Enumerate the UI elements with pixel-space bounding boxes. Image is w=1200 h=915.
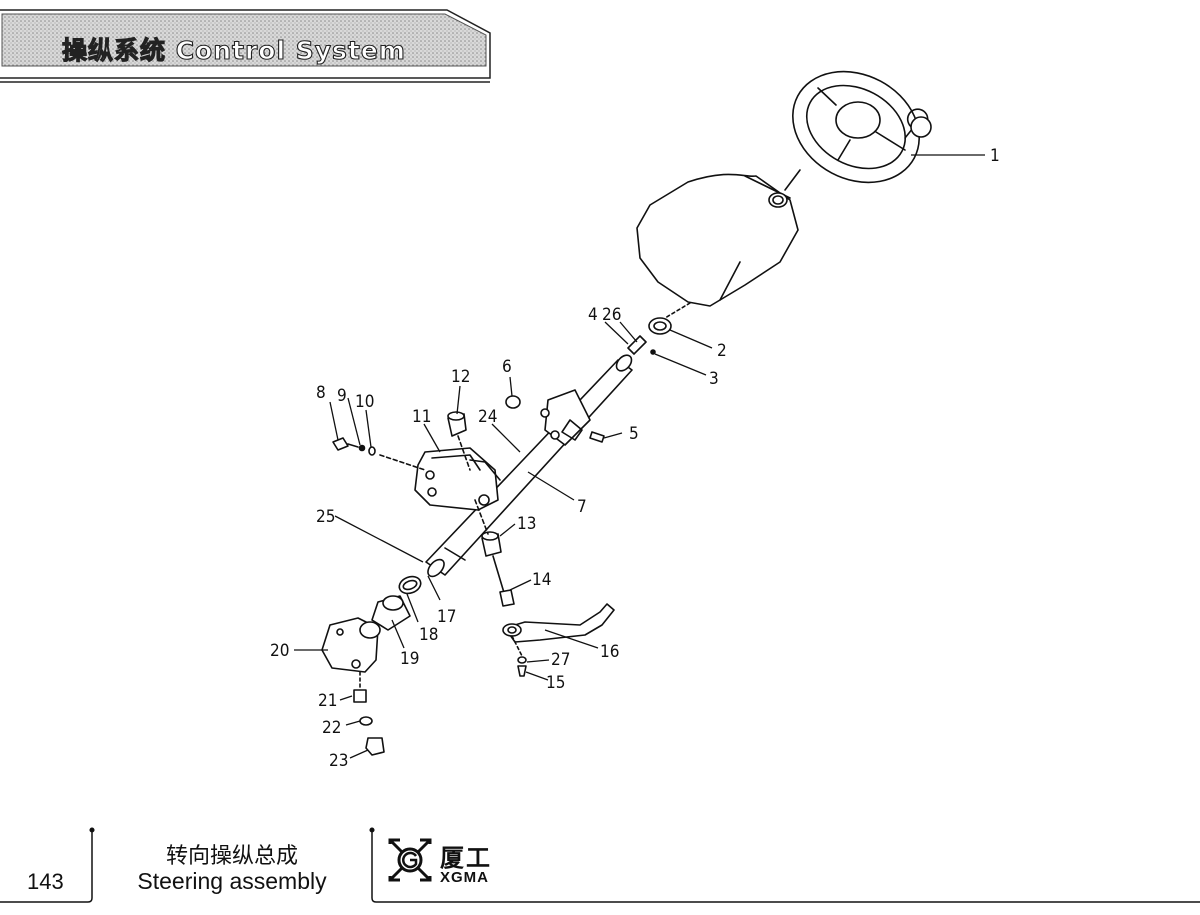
callout-label: 16 — [600, 642, 619, 662]
callout-label: 14 — [532, 570, 551, 590]
callout-label: 4 — [588, 305, 598, 325]
callout-label: 25 — [316, 507, 335, 527]
callout-label: 11 — [412, 407, 431, 427]
callout-label: 27 — [551, 650, 570, 670]
callout-label: 5 — [629, 424, 639, 444]
callout-label: 9 — [337, 386, 347, 406]
callout-label: 21 — [318, 691, 337, 711]
steering-assembly-diagram: 1 2 3 4 26 5 6 7 8 9 10 11 12 24 13 14 2… — [270, 70, 1000, 771]
callout-label: 15 — [546, 673, 565, 693]
xgma-logo-icon — [388, 838, 432, 882]
callout-label: 23 — [329, 751, 348, 771]
header-tab — [0, 9, 491, 83]
page-number: 143 — [27, 869, 64, 894]
callout-label: 20 — [270, 641, 289, 661]
callout-labels: 1 2 3 4 26 5 6 7 8 9 10 11 12 24 13 14 2… — [270, 146, 1000, 771]
caption-chinese: 转向操纵总成 — [165, 844, 298, 869]
caption-english: Steering assembly — [137, 868, 327, 894]
callout-label: 10 — [355, 392, 374, 412]
callout-label: 22 — [322, 718, 341, 738]
callout-label: 13 — [517, 514, 536, 534]
callout-label: 3 — [709, 369, 719, 389]
callout-label: 17 — [437, 607, 456, 627]
steering-wheel-part — [792, 70, 932, 184]
callout-label: 19 — [400, 649, 419, 669]
callout-label: 26 — [602, 305, 621, 325]
page-section-title: 操纵系统 Control System — [61, 35, 406, 65]
column-cover-part — [636, 173, 799, 307]
callout-label: 6 — [502, 357, 512, 377]
callout-label: 8 — [316, 383, 326, 403]
footer-frame — [0, 827, 1200, 903]
brand-name-english: XGMA — [440, 869, 489, 886]
callout-label: 24 — [478, 407, 497, 427]
callout-label: 18 — [419, 625, 438, 645]
tilt-lever-part — [504, 603, 615, 643]
brand-name-chinese: 厦工 — [440, 844, 492, 872]
callout-label: 7 — [577, 497, 587, 517]
callout-label: 2 — [717, 341, 727, 361]
callout-label: 12 — [451, 367, 470, 387]
callout-label: 1 — [990, 146, 1000, 166]
